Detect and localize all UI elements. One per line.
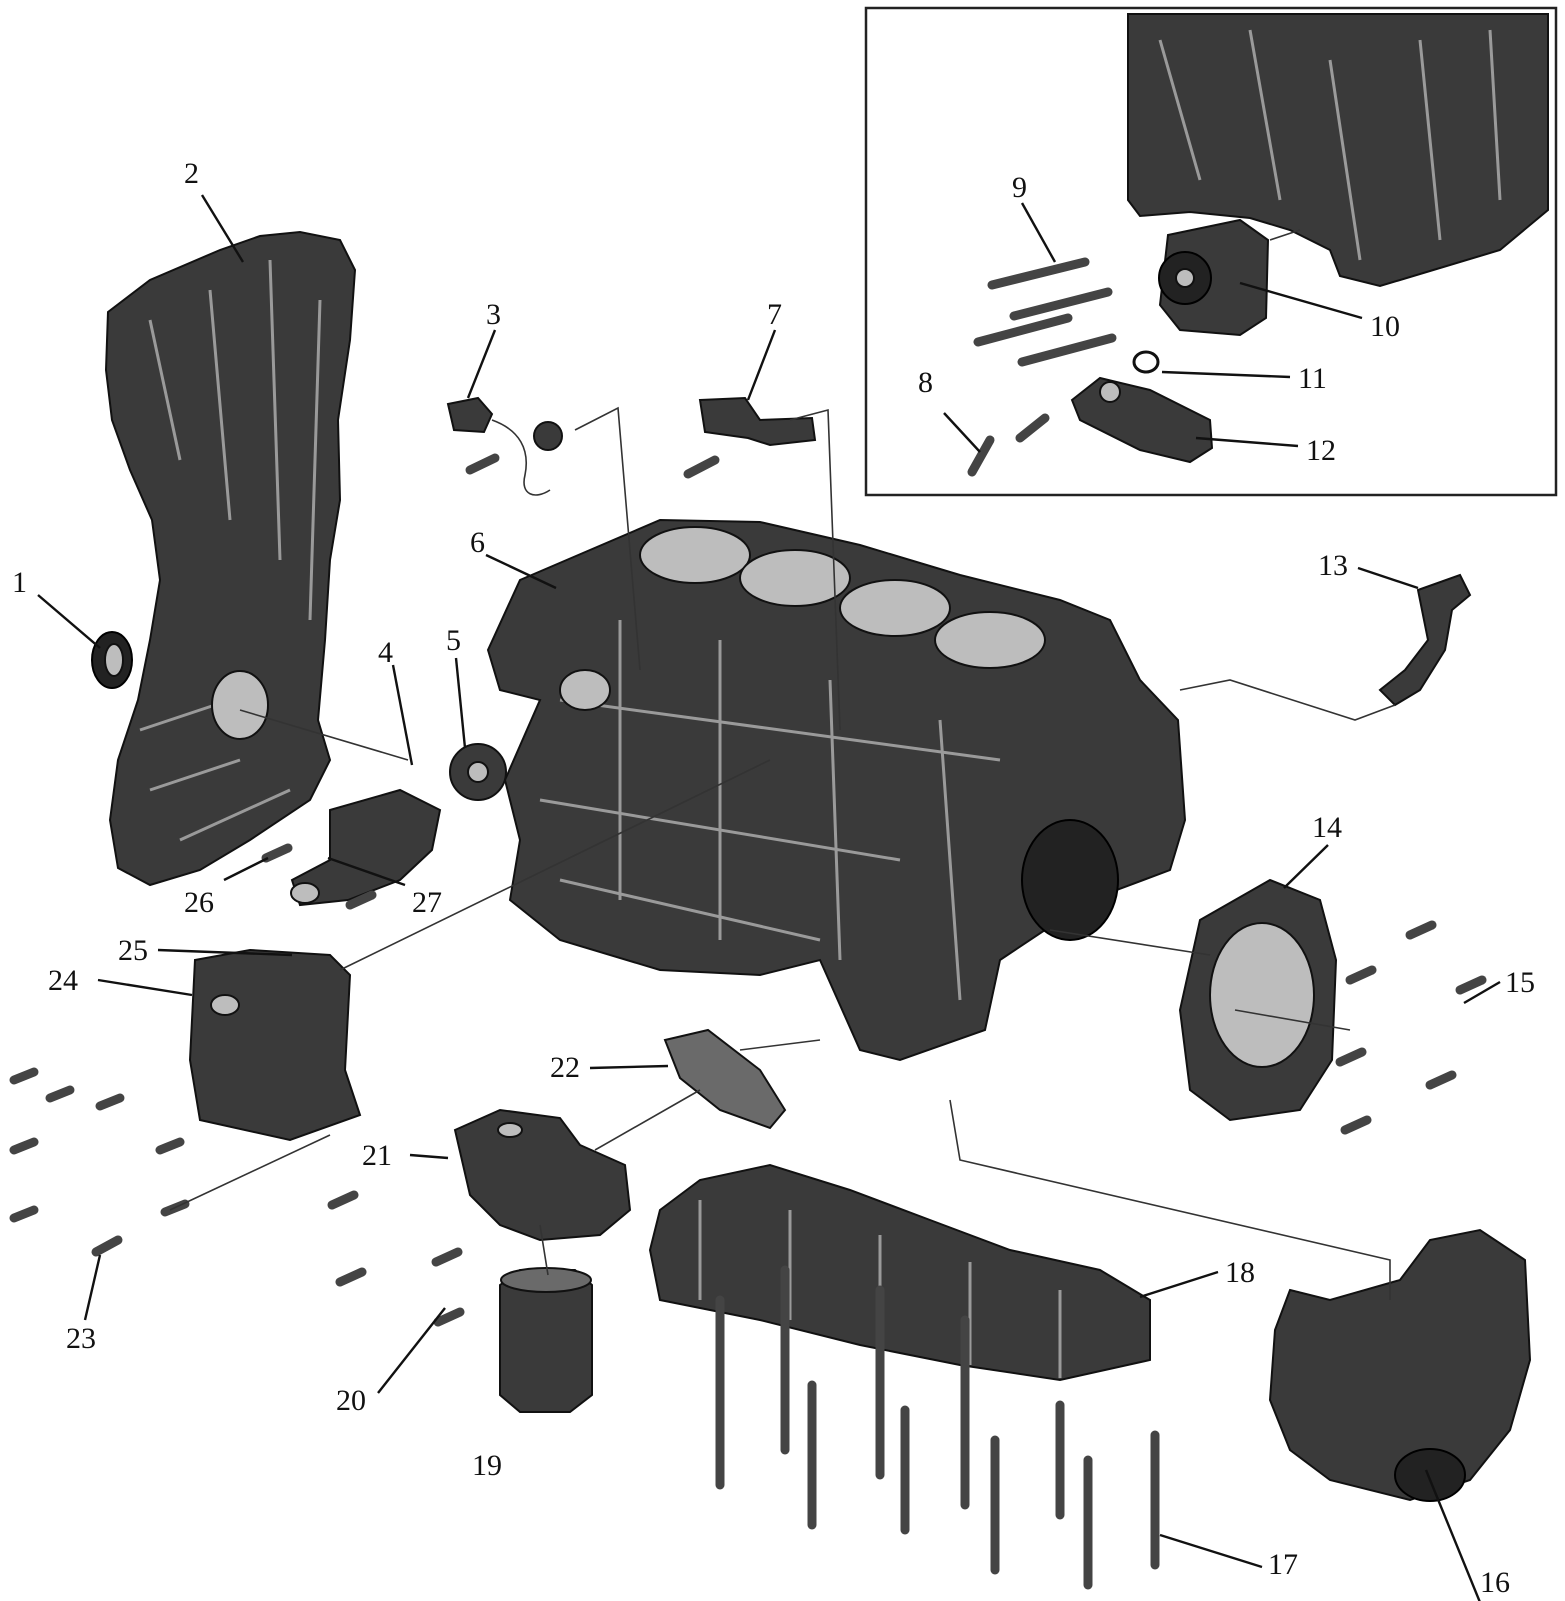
cylinder-bore-4 <box>934 611 1046 669</box>
callout-19: 19 <box>472 1449 502 1482</box>
callout-21: 21 <box>362 1139 392 1172</box>
callout-14: 14 <box>1312 811 1342 844</box>
knock-sensor <box>446 396 563 496</box>
callout-24: 24 <box>48 964 78 997</box>
timing-cover-seal-bore <box>211 670 269 740</box>
callout-15: 15 <box>1505 966 1535 999</box>
assembly-guide-lines <box>169 229 1396 1300</box>
oil-pickup-tube <box>1378 573 1472 707</box>
leader-lines <box>37 194 1501 1601</box>
callout-17: 17 <box>1268 1548 1298 1581</box>
callout-20: 20 <box>336 1384 366 1417</box>
rear-seal-bore <box>1209 922 1315 1068</box>
callout-4: 4 <box>378 636 393 669</box>
callout-25: 25 <box>118 934 148 967</box>
callout-8: 8 <box>918 366 933 399</box>
rear-seal-carrier <box>1178 878 1338 1122</box>
callout-3: 3 <box>486 298 501 331</box>
callout-1: 1 <box>12 566 27 599</box>
inset-block-section <box>1127 13 1549 288</box>
oil-filter <box>499 1267 593 1413</box>
sensor-bracket <box>683 396 817 479</box>
o-ring <box>1132 350 1160 374</box>
oil-cooler-housing <box>188 948 362 1142</box>
water-outlet <box>290 788 442 907</box>
callout-10: 10 <box>1370 310 1400 343</box>
callout-numbers: 1 2 3 4 5 6 7 8 9 10 11 12 13 14 15 16 1… <box>12 157 1535 1599</box>
oil-pump-assembly <box>1268 1228 1532 1502</box>
oil-filter-housing <box>453 1108 632 1242</box>
callout-2: 2 <box>184 157 199 190</box>
cylinder-bore-2 <box>739 549 851 607</box>
bolt-set-9 <box>973 257 1117 367</box>
cylinder-block <box>486 518 1187 1062</box>
callout-18: 18 <box>1225 1256 1255 1289</box>
gasket <box>663 1028 787 1130</box>
callout-9: 9 <box>1012 171 1027 204</box>
callout-5: 5 <box>446 624 461 657</box>
crank-seal <box>91 631 133 689</box>
cover-plate <box>1070 376 1214 464</box>
bearing-ladder-frame <box>648 1163 1151 1382</box>
callout-22: 22 <box>550 1051 580 1084</box>
timing-cover <box>104 230 357 887</box>
callout-16: 16 <box>1480 1566 1510 1599</box>
main-bearing-bolts <box>715 1265 1160 1590</box>
callout-12: 12 <box>1306 434 1336 467</box>
callout-7: 7 <box>767 298 782 331</box>
vacuum-pump <box>1158 218 1270 337</box>
cylinder-bore-1 <box>639 526 751 584</box>
callout-13: 13 <box>1318 549 1348 582</box>
inset-detail-box <box>864 6 1558 497</box>
callout-23: 23 <box>66 1322 96 1355</box>
cylinder-bore-3 <box>839 579 951 637</box>
callout-26: 26 <box>184 886 214 919</box>
callout-6: 6 <box>470 526 485 559</box>
callout-11: 11 <box>1298 362 1327 395</box>
callout-27: 27 <box>412 886 442 919</box>
thermostat <box>449 743 507 801</box>
